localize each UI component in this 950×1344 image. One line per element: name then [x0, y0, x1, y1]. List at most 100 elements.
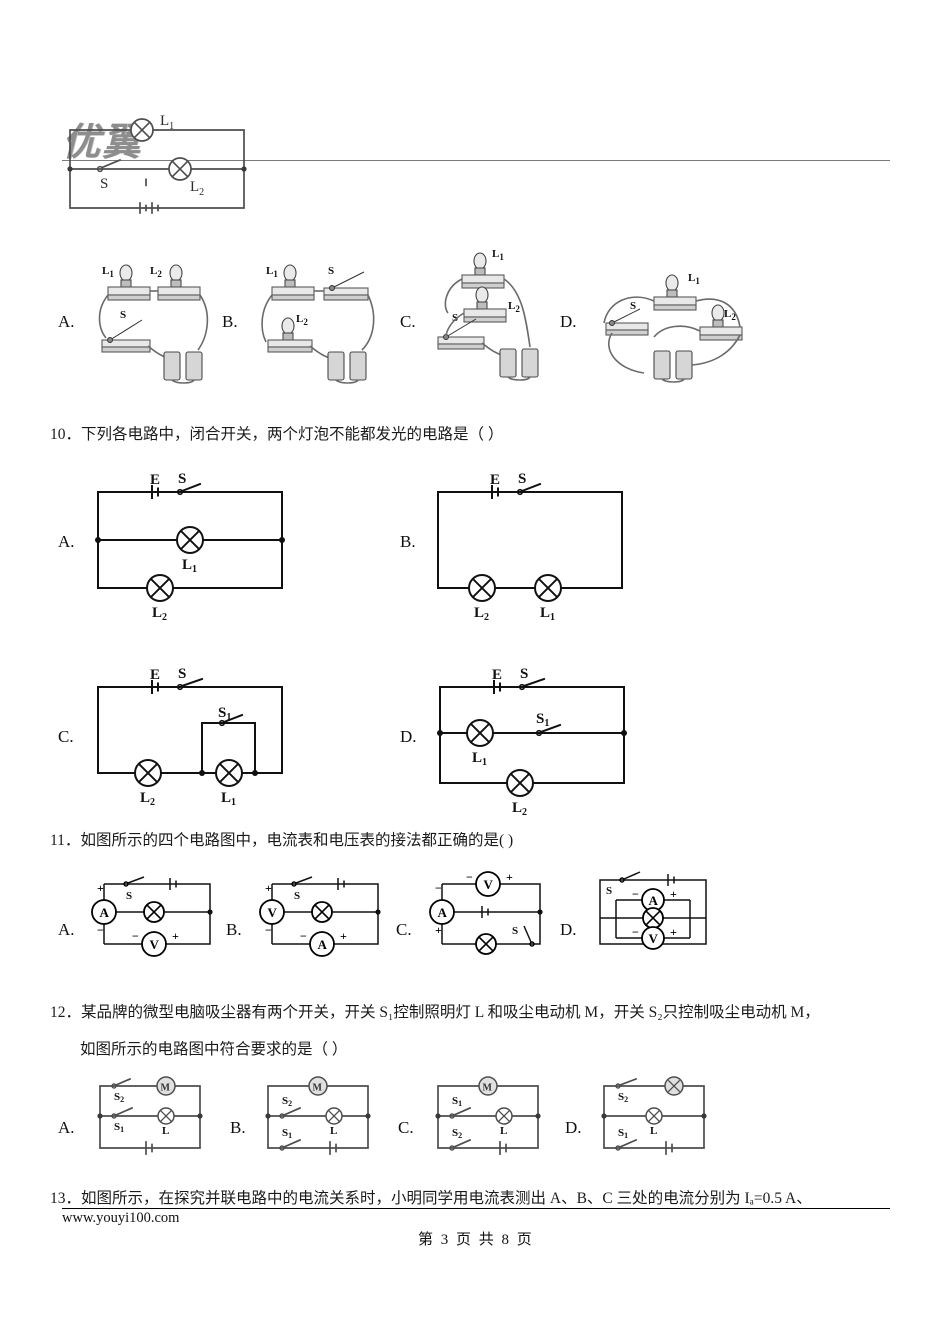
svg-text:V: V: [268, 905, 278, 920]
figure-q11-option-a: A + − S V − +: [84, 872, 219, 957]
svg-text:S: S: [452, 312, 458, 324]
figure-q11-option-d: S A − + V − +: [586, 868, 721, 960]
svg-text:−: −: [632, 887, 639, 901]
svg-text:S: S: [630, 300, 636, 312]
svg-text:+: +: [340, 929, 347, 943]
figure-q9-stem: L1 S L2: [62, 112, 252, 217]
svg-text:L1: L1: [472, 750, 487, 768]
option-key-q10-b: B.: [400, 532, 416, 551]
svg-text:L2: L2: [512, 800, 527, 818]
svg-text:S2: S2: [282, 1095, 292, 1108]
svg-text:A: A: [100, 905, 110, 920]
svg-text:L2: L2: [474, 605, 489, 623]
figure-q9-option-a: L1 L2 S: [88, 258, 218, 384]
option-key-q10-c: C.: [58, 727, 74, 746]
question-13-body: 如图所示，在探究并联电路中的电流关系时，小明同学用电流表测出 A、B、C 三处的…: [81, 1190, 812, 1207]
svg-text:L: L: [162, 1125, 169, 1137]
footer-url: www.youyi100.com: [62, 1210, 180, 1226]
svg-text:+: +: [435, 923, 442, 937]
svg-text:S1: S1: [114, 1121, 124, 1134]
svg-text:+: +: [506, 870, 513, 884]
option-key-q9-a: A.: [58, 312, 75, 331]
svg-text:−: −: [632, 925, 639, 939]
svg-text:E: E: [490, 472, 500, 488]
question-12-text-line2: 如图所示的电路图中符合要求的是（ ）: [80, 1041, 348, 1058]
question-11-text: 11．如图所示的四个电路图中，电流表和电压表的接法都正确的是( ): [50, 828, 513, 854]
svg-text:M: M: [161, 1083, 171, 1094]
svg-text:S: S: [518, 471, 526, 487]
svg-text:L2: L2: [296, 313, 308, 327]
option-key-q11-b: B.: [226, 920, 242, 939]
svg-text:L1: L1: [160, 113, 174, 132]
svg-text:L: L: [500, 1125, 507, 1137]
svg-text:S2: S2: [452, 1127, 462, 1140]
figure-q10-option-c: E S S1 L2 L1: [90, 665, 290, 808]
svg-text:S2: S2: [618, 1091, 628, 1104]
svg-text:L1: L1: [266, 265, 278, 279]
svg-text:A: A: [318, 937, 328, 952]
svg-text:−: −: [97, 923, 104, 937]
svg-text:+: +: [670, 925, 677, 939]
figure-q11-option-c: V − + A − + S: [420, 868, 555, 960]
figure-q10-option-b: E S L2 L1: [430, 470, 630, 623]
question-12-text-line1: 12．某品牌的微型电脑吸尘器有两个开关，开关 S₁控制照明灯 L 和吸尘电动机 …: [50, 1000, 820, 1026]
svg-text:E: E: [492, 667, 502, 683]
question-12-number: 12．: [50, 1004, 82, 1021]
question-13-number: 13．: [50, 1190, 82, 1207]
svg-text:S: S: [100, 176, 108, 192]
svg-text:+: +: [265, 881, 272, 895]
svg-text:L2: L2: [724, 308, 736, 322]
figure-q11-option-b: V + − S A − +: [252, 872, 387, 957]
footer-page-number: 第 3 页 共 8 页: [418, 1232, 534, 1248]
option-key-q9-c: C.: [400, 312, 416, 331]
svg-text:S: S: [294, 890, 300, 902]
option-key-q12-b: B.: [230, 1118, 246, 1137]
option-key-q12-d: D.: [565, 1118, 582, 1137]
question-10-body: 下列各电路中，闭合开关，两个灯泡不能都发光的电路是（ ）: [81, 426, 504, 443]
option-key-q11-a: A.: [58, 920, 75, 939]
svg-text:−: −: [300, 929, 307, 943]
svg-text:L2: L2: [152, 605, 167, 623]
figure-q9-option-b: L1 S L2: [252, 258, 382, 384]
figure-q12-option-d: S2 L S1: [594, 1076, 714, 1158]
figure-q10-option-a: E S L1 L2: [90, 470, 290, 623]
question-12-body-1: 某品牌的微型电脑吸尘器有两个开关，开关 S₁控制照明灯 L 和吸尘电动机 M，开…: [81, 1004, 820, 1021]
svg-text:S: S: [120, 309, 126, 321]
svg-text:L2: L2: [150, 265, 162, 279]
footer-divider: [62, 1208, 890, 1209]
svg-text:M: M: [313, 1083, 323, 1094]
svg-text:S: S: [126, 890, 132, 902]
figure-q9-option-c: L1 L2 S: [430, 243, 560, 383]
option-key-q10-d: D.: [400, 727, 417, 746]
figure-q12-option-c: M S1 L S2: [428, 1076, 548, 1158]
svg-text:L: L: [330, 1125, 337, 1137]
svg-text:A: A: [438, 905, 448, 920]
figure-q12-option-a: S2 M S1 L: [90, 1076, 210, 1158]
svg-text:+: +: [172, 929, 179, 943]
svg-text:V: V: [484, 877, 494, 892]
svg-text:M: M: [483, 1083, 493, 1094]
svg-text:−: −: [435, 881, 442, 895]
figure-q12-option-b: M S2 L S1: [258, 1076, 378, 1158]
page-header: 优翼: [0, 60, 950, 162]
svg-text:S1: S1: [282, 1127, 292, 1140]
svg-text:L2: L2: [508, 300, 520, 314]
svg-text:S: S: [520, 666, 528, 682]
svg-text:S: S: [512, 925, 518, 937]
brand-logo: 优翼: [62, 119, 143, 164]
svg-text:S: S: [606, 885, 612, 897]
figure-q10-option-d: E S L1 S1 L2: [432, 665, 632, 818]
svg-text:L1: L1: [688, 272, 700, 286]
svg-text:S: S: [178, 666, 186, 682]
question-13-text: 13．如图所示，在探究并联电路中的电流关系时，小明同学用电流表测出 A、B、C …: [50, 1186, 812, 1212]
option-key-q9-d: D.: [560, 312, 577, 331]
option-key-q9-b: B.: [222, 312, 238, 331]
svg-text:−: −: [265, 923, 272, 937]
svg-text:−: −: [132, 929, 139, 943]
svg-text:S1: S1: [536, 711, 549, 729]
option-key-q11-c: C.: [396, 920, 412, 939]
svg-text:L2: L2: [190, 179, 204, 198]
svg-text:L1: L1: [102, 265, 114, 279]
option-key-q12-a: A.: [58, 1118, 75, 1137]
